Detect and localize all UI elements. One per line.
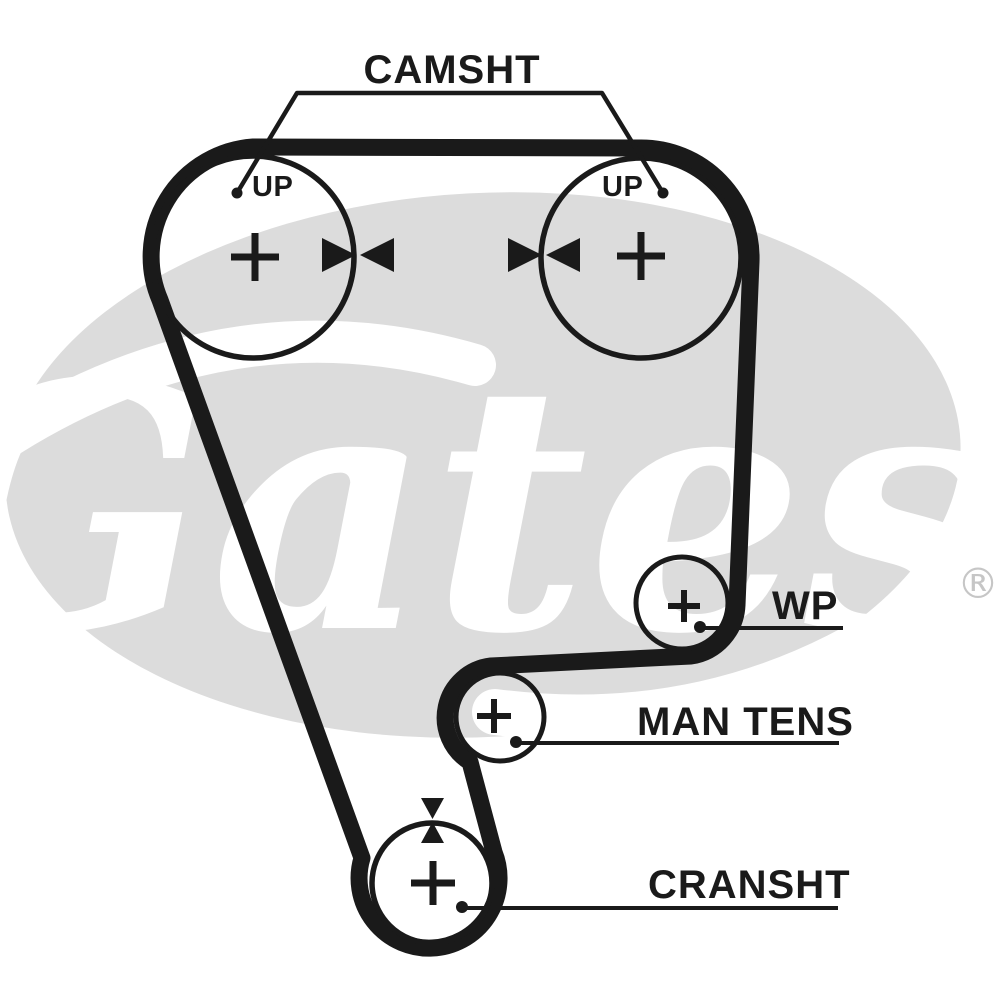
wp-leader-dot <box>694 621 706 633</box>
watermark-swoosh-top <box>0 320 496 456</box>
watermark-brand-text: Gates <box>0 310 996 709</box>
plus-mark-camshaft-right <box>617 232 665 280</box>
timing-belt <box>142 138 760 957</box>
registered-mark: ® <box>957 559 999 608</box>
plus-mark-crankshaft <box>411 861 455 905</box>
cransht-leader-dot <box>456 901 468 913</box>
man-tens-label: MAN TENS <box>637 700 854 744</box>
wp-leader-line <box>694 621 843 633</box>
tensioner-pulley <box>453 670 547 764</box>
plus-mark-water-pump <box>668 590 700 622</box>
arrow-left-icon <box>546 238 580 272</box>
cransht-label: CRANSHT <box>648 863 851 907</box>
gates-watermark: Gates ® <box>0 192 1000 741</box>
alignment-arrows-left-pair <box>322 238 394 272</box>
timing-mark-dot-right <box>657 187 669 199</box>
man-tens-leader-line <box>510 736 839 748</box>
water-pump-pulley <box>633 554 731 652</box>
cransht-leader-line <box>456 901 838 913</box>
plus-mark-tensioner <box>477 699 511 733</box>
up-label-right: UP <box>602 171 643 203</box>
watermark-swoosh-bottom <box>472 529 1000 741</box>
timing-mark-dot-left <box>231 187 243 199</box>
up-label-left: UP <box>252 171 293 203</box>
camshaft-pulley-left <box>149 153 357 361</box>
crank-alignment-marker <box>421 798 444 843</box>
man-tens-leader-dot <box>510 736 522 748</box>
arrow-down-icon <box>421 798 444 819</box>
camshaft-bracket <box>235 90 665 195</box>
alignment-arrows-right-pair <box>508 238 580 272</box>
arrow-right-icon <box>322 238 356 272</box>
arrow-right-icon <box>508 238 542 272</box>
wp-label: WP <box>772 584 838 628</box>
plus-mark-camshaft-left <box>231 233 279 281</box>
camshaft-label: CAMSHT <box>363 48 540 92</box>
arrow-up-icon <box>421 822 444 843</box>
arrow-left-icon <box>360 238 394 272</box>
